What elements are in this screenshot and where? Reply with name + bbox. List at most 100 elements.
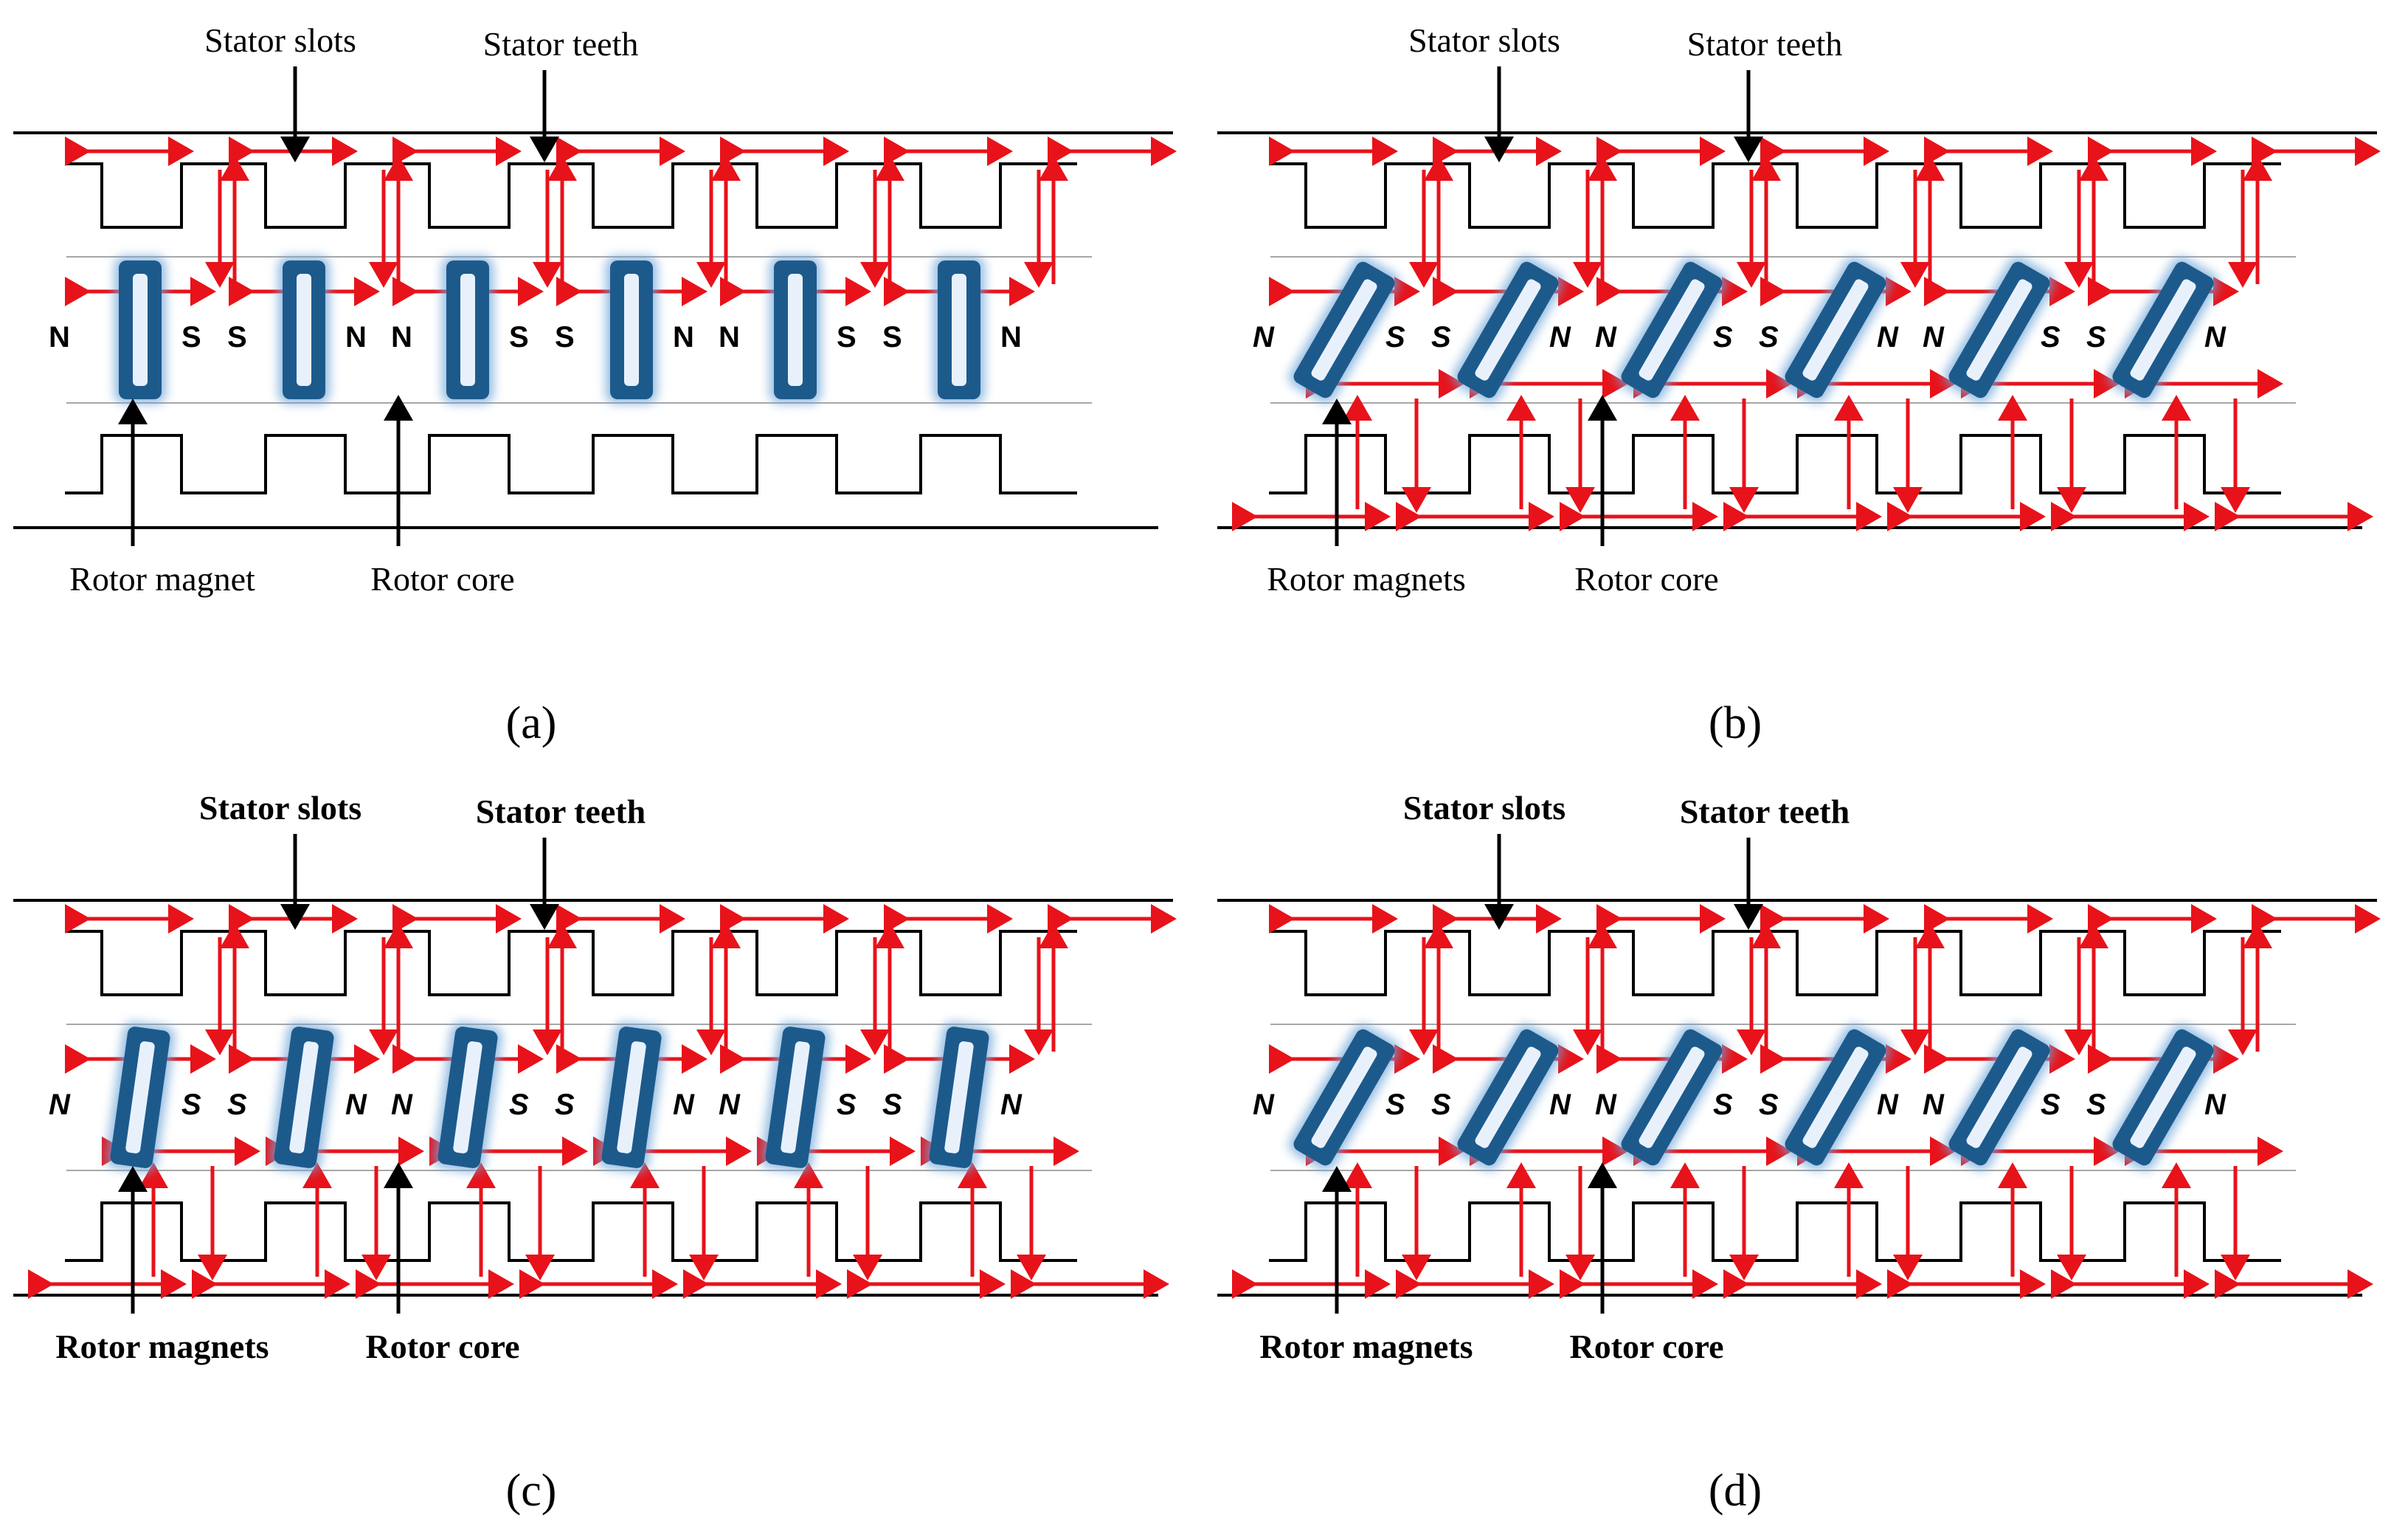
pole-label: N	[673, 1089, 695, 1121]
rotor-magnet	[769, 256, 821, 404]
magnet-center	[289, 1041, 319, 1153]
rotor-magnet	[606, 256, 657, 404]
magnet-center	[1475, 1046, 1541, 1148]
magnet-center	[788, 274, 803, 386]
rotor-magnet-label: Rotor magnet	[69, 560, 255, 598]
stator-slots-label: Stator slots	[199, 789, 361, 827]
pole-label: S	[2041, 321, 2061, 353]
rotor-magnet	[761, 1021, 830, 1173]
pole-label: N	[1595, 321, 1617, 353]
magnet-center	[624, 274, 639, 386]
rotor-magnet	[924, 1021, 994, 1173]
rotor-magnet-label: Rotor magnets	[1267, 560, 1466, 598]
rotor-magnet	[933, 256, 985, 404]
pole-label: S	[227, 321, 247, 353]
pole-label: N	[1549, 1089, 1571, 1121]
pole-label: N	[391, 321, 412, 353]
rotor-core-label: Rotor core	[1569, 1328, 1723, 1365]
rotor-core-label: Rotor core	[370, 560, 514, 598]
magnet-center	[1475, 279, 1541, 381]
magnet-center	[1639, 279, 1705, 381]
rotor-magnet	[2107, 257, 2219, 403]
magnet-center	[460, 274, 475, 386]
rotor-core-label: Rotor core	[1574, 560, 1718, 598]
pole-label: N	[1923, 321, 1945, 353]
rotor-magnets	[1288, 257, 2219, 403]
stator-teeth-outline	[65, 162, 1077, 229]
pole-label: N	[1253, 321, 1275, 353]
pole-label: N	[49, 1089, 71, 1121]
pole-label: S	[555, 1089, 575, 1121]
rotor-magnets	[1288, 1024, 2219, 1170]
panel-caption: (d)	[1709, 1466, 1762, 1516]
pole-label: S	[2086, 1089, 2106, 1121]
pole-label: N	[673, 321, 694, 353]
stator-teeth-label: Stator teeth	[1680, 793, 1850, 830]
stator-teeth-label: Stator teeth	[483, 25, 639, 63]
rotor-magnet	[597, 1021, 666, 1173]
magnet-center	[781, 1041, 810, 1153]
pole-label: N	[391, 1089, 413, 1121]
rotor-magnet	[1616, 257, 1728, 403]
rotor-magnet	[1943, 1024, 2055, 1170]
magnet-center	[944, 1041, 974, 1153]
pole-label: N	[1923, 1089, 1945, 1121]
magnet-center	[1639, 1046, 1705, 1148]
rotor-magnet	[1288, 1024, 1400, 1170]
rotor-magnet	[105, 1021, 175, 1173]
pole-label: S	[837, 321, 857, 353]
stator-teeth-label: Stator teeth	[476, 793, 646, 830]
magnet-center	[952, 274, 966, 386]
magnet-center	[1966, 279, 2032, 381]
stator-teeth-outline	[1269, 162, 2281, 229]
rotor-magnet	[278, 256, 330, 404]
pole-label: N	[345, 321, 367, 353]
pole-label: N	[1877, 1089, 1899, 1121]
rotor-core-label: Rotor core	[365, 1328, 519, 1365]
pole-label: N	[1000, 1089, 1023, 1121]
rotor-magnet	[1616, 1024, 1728, 1170]
magnet-center	[453, 1041, 482, 1153]
rotor-core-outline	[65, 1201, 1077, 1262]
pole-label: S	[555, 321, 575, 353]
pole-label: S	[1431, 321, 1451, 353]
pole-label: N	[1253, 1089, 1275, 1121]
rotor-core-outline	[65, 434, 1077, 494]
pole-label: S	[2086, 321, 2106, 353]
pole-label: N	[345, 1089, 367, 1121]
rotor-magnet	[114, 256, 166, 404]
magnet-center	[1966, 1046, 2032, 1148]
magnet-center	[1311, 279, 1377, 381]
pole-label: S	[1759, 1089, 1779, 1121]
stator-teeth-outline	[65, 930, 1077, 996]
flux-lines	[1232, 137, 2381, 531]
panel-caption: (c)	[506, 1466, 557, 1516]
pole-label: N	[719, 321, 740, 353]
rotor-magnet	[1943, 257, 2055, 403]
rotor-magnet-label: Rotor magnets	[1259, 1328, 1473, 1365]
magnet-center	[1802, 279, 1869, 381]
pole-label: N	[49, 321, 70, 353]
pole-label: S	[227, 1089, 247, 1121]
magnet-center	[2130, 279, 2196, 381]
stator-slots-label: Stator slots	[1403, 789, 1565, 827]
pole-label: N	[2204, 1089, 2227, 1121]
magnet-center	[1802, 1046, 1869, 1148]
pole-label: S	[181, 321, 201, 353]
panel-caption: (a)	[506, 698, 557, 748]
rotor-magnet	[269, 1021, 339, 1173]
pole-label: S	[181, 1089, 201, 1121]
pole-label: N	[1000, 321, 1022, 353]
